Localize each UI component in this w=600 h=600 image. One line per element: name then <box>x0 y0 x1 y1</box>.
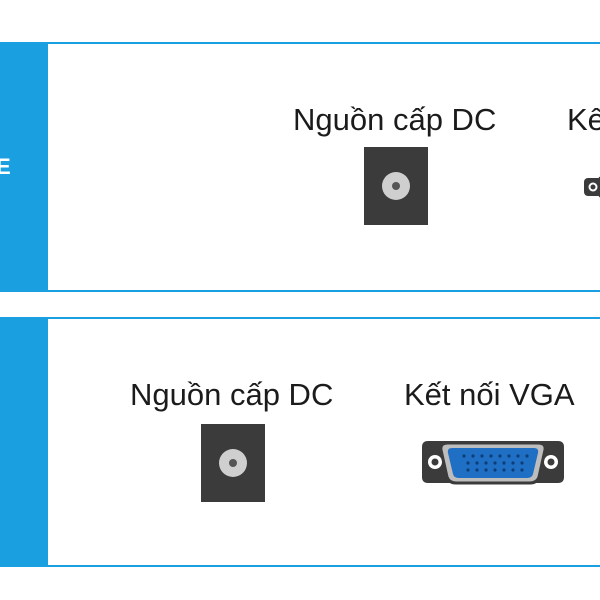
dc-power-label: Nguồn cấp DC <box>293 102 497 137</box>
side-tab <box>2 319 48 565</box>
dc-power-jack-icon <box>364 147 428 225</box>
side-tab: E <box>0 44 48 290</box>
vga-port-icon <box>584 176 600 198</box>
connector-panel-bottom: Nguồn cấp DC Kết nối VGA <box>0 317 600 567</box>
dc-power-jack-icon <box>201 424 265 502</box>
side-tab-label: E <box>0 154 11 179</box>
vga-label: Kết nối VGA <box>404 377 575 412</box>
connector-panel-top: E Nguồn cấp DC Kế <box>0 42 600 292</box>
vga-label: Kế <box>567 102 600 137</box>
dc-power-label: Nguồn cấp DC <box>130 377 334 412</box>
vga-port-icon <box>422 441 564 485</box>
